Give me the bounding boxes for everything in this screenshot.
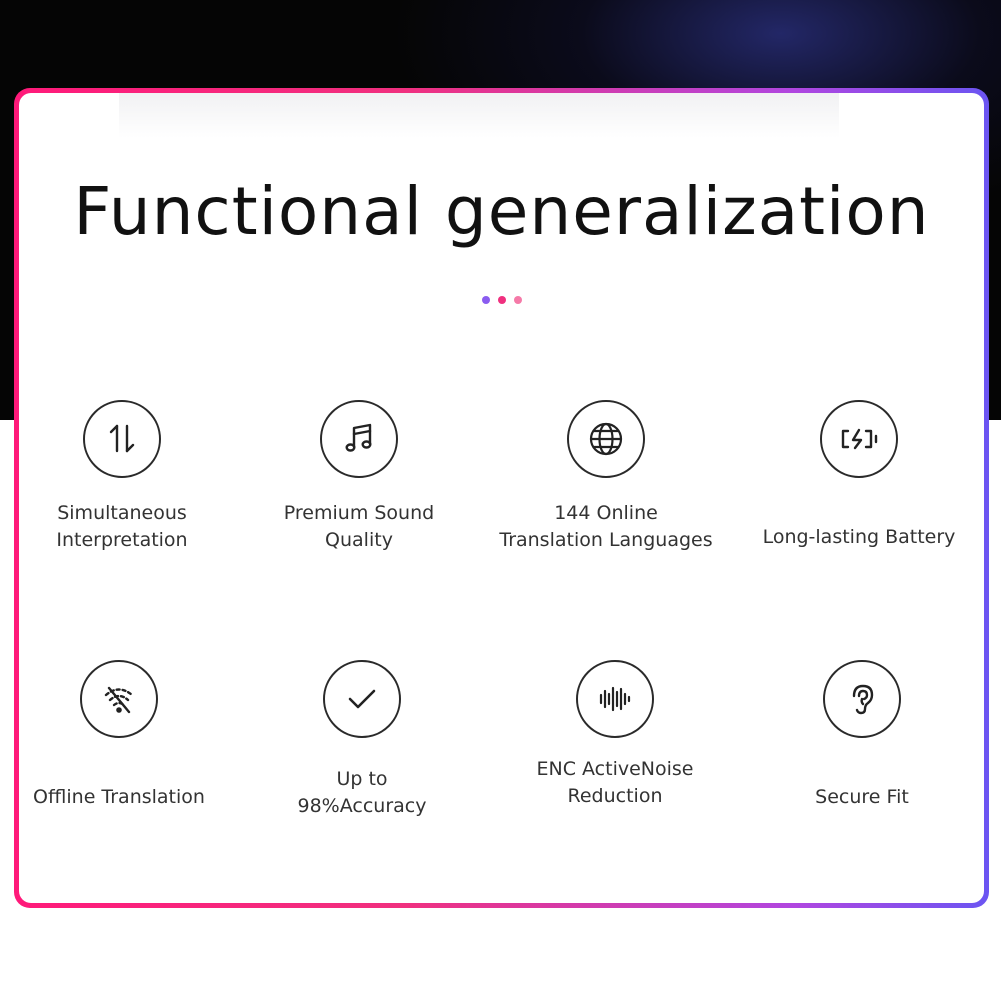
globe-icon [589,422,623,456]
feature-online-translation-languages: 144 Online Translation Languages [486,400,726,554]
feature-label: Long-lasting Battery [762,526,956,548]
feature-label: Premium Sound Quality [283,502,435,551]
icon-circle [80,660,158,738]
card-top-glow [119,93,839,138]
feature-label: Offline Translation [33,786,205,808]
feature-label: 144 Online Translation Languages [499,502,713,551]
decorative-dots [19,296,984,304]
feature-offline-translation: Offline Translation [19,660,239,811]
feature-secure-fit: Secure Fit [742,660,982,811]
feature-premium-sound-quality: Premium Sound Quality [239,400,479,554]
gradient-card-border: Functional generalization Simultaneous I… [14,88,989,908]
music-note-icon [345,423,372,452]
dot-pink [497,296,506,304]
page-title: Functional generalization [73,173,930,250]
battery-charging-icon [841,428,878,450]
icon-circle [323,660,401,738]
feature-long-lasting-battery: Long-lasting Battery [739,400,979,551]
sound-wave-icon [599,686,631,712]
feature-card: Functional generalization Simultaneous I… [19,93,984,903]
icon-circle [567,400,645,478]
feature-label: Simultaneous Interpretation [56,502,188,551]
icon-circle [823,660,901,738]
feature-label: ENC ActiveNoise Reduction [536,758,694,807]
icon-circle [320,400,398,478]
feature-enc-noise-reduction: ENC ActiveNoise Reduction [495,660,735,810]
feature-label: Secure Fit [815,786,909,808]
icon-circle [83,400,161,478]
feature-simultaneous-interpretation: Simultaneous Interpretation [19,400,242,554]
dot-light-pink [513,296,522,304]
icon-circle [820,400,898,478]
feature-label: Up to 98%Accuracy [297,768,427,817]
arrows-up-down-icon [109,424,135,453]
icon-circle [576,660,654,738]
ear-icon [852,684,874,715]
checkmark-icon [348,689,376,709]
wifi-off-icon [104,686,134,714]
dot-purple [481,296,490,304]
feature-accuracy: Up to 98%Accuracy [242,660,482,820]
